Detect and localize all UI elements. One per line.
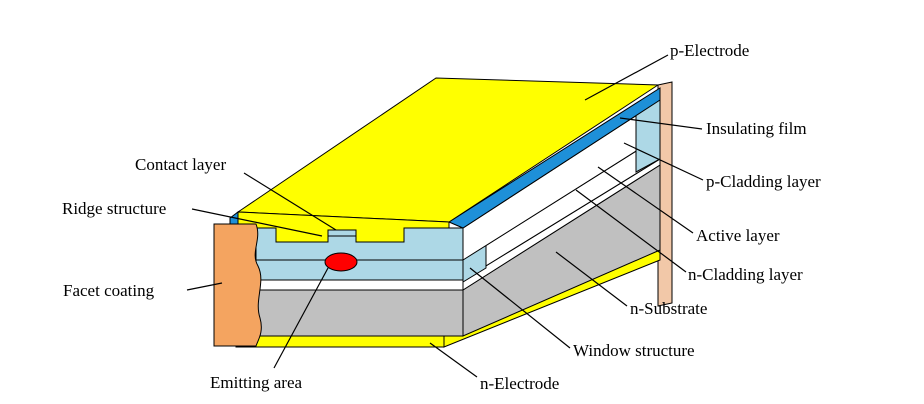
leader-contact-layer xyxy=(243,172,337,231)
leader-n-cladding xyxy=(575,189,687,273)
label-window-structure: Window structure xyxy=(573,341,695,360)
leader-active-layer xyxy=(597,166,694,234)
label-contact-layer: Contact layer xyxy=(135,155,226,174)
n-electrode-strip xyxy=(235,335,445,348)
label-n-substrate: n-Substrate xyxy=(630,299,707,318)
leader-p-electrode xyxy=(584,54,669,101)
n-substrate-front xyxy=(255,289,464,337)
leader-n-electrode xyxy=(429,342,478,378)
insulating-film-side xyxy=(447,87,661,229)
leader-facet-coating xyxy=(186,282,223,291)
label-insulating-film: Insulating film xyxy=(706,119,807,138)
label-p-electrode: p-Electrode xyxy=(670,41,749,60)
p-electrode-front xyxy=(237,211,450,243)
active-layer-front xyxy=(255,279,464,291)
contact-layer xyxy=(327,229,357,237)
label-emitting-area: Emitting area xyxy=(210,373,303,392)
leader-insulating-film xyxy=(619,117,703,130)
leader-window-structure xyxy=(469,267,571,349)
label-p-cladding: p-Cladding layer xyxy=(706,172,821,191)
label-n-cladding: n-Cladding layer xyxy=(688,265,803,284)
front-facet-coating xyxy=(213,223,262,347)
leader-ridge-structure xyxy=(191,208,323,237)
leader-emitting-area xyxy=(273,267,329,369)
leader-p-cladding xyxy=(623,142,704,181)
label-n-electrode: n-Electrode xyxy=(480,374,559,393)
label-facet-coating: Facet coating xyxy=(63,281,155,300)
leader-n-substrate xyxy=(555,251,628,307)
label-active-layer: Active layer xyxy=(696,226,780,245)
emitting-area-spot xyxy=(324,252,358,272)
label-ridge-structure: Ridge structure xyxy=(62,199,166,218)
n-cladding-front xyxy=(255,259,464,281)
